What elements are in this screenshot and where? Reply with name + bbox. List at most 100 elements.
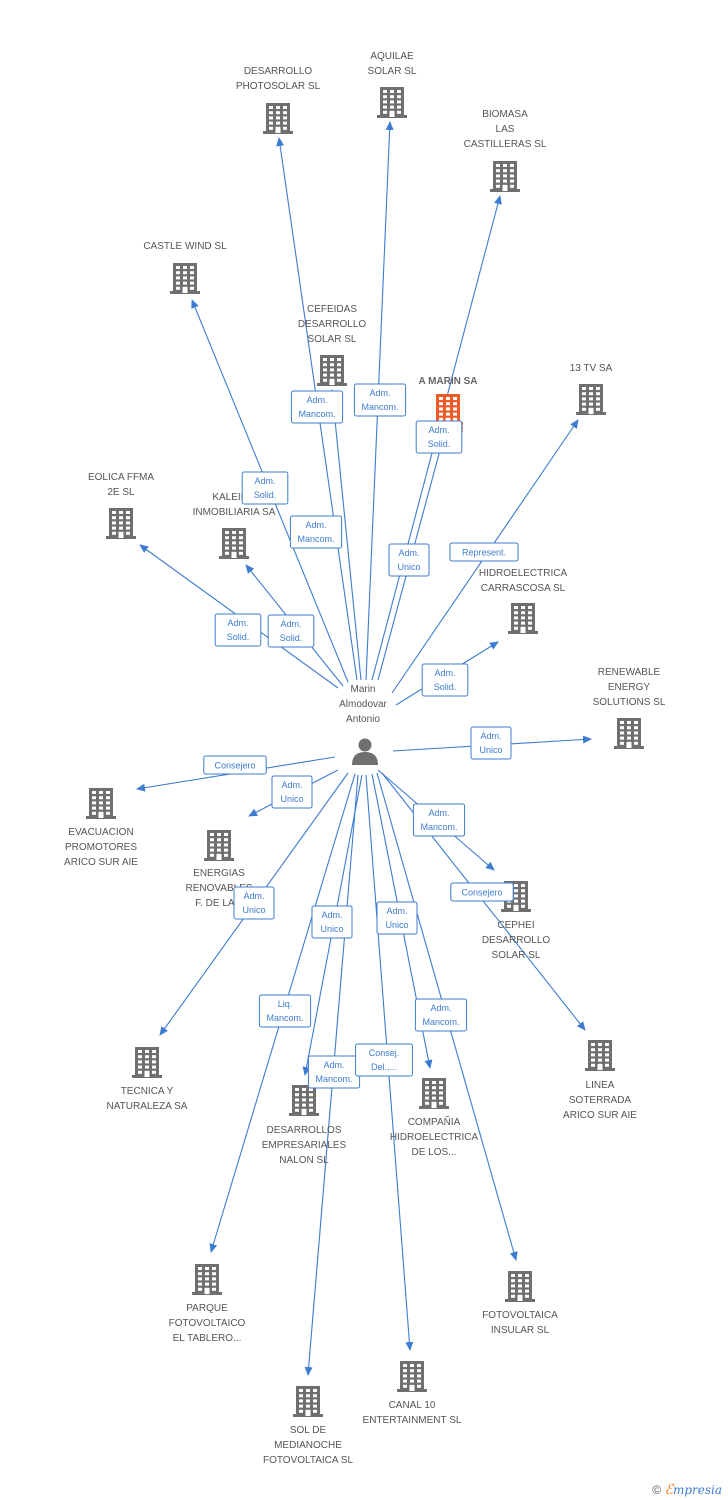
relation-badge-a-marin[interactable]: Adm.Solid. [415,420,463,454]
building-icon[interactable] [614,718,644,749]
building-icon[interactable] [576,384,606,415]
relation-badge-hidroelectrica-carrascosa[interactable]: Adm.Solid. [421,663,469,697]
relation-badge-desarrollo-photosolar[interactable]: Adm.Mancom. [289,515,343,549]
building-icon[interactable] [505,1271,535,1302]
relation-badge-desarrollos-empresariales-nalon[interactable]: Adm. Mancom. [307,1055,361,1089]
company-name-eolica-ffma-2e[interactable]: EOLICA FFMA 2E SL [88,472,154,498]
relation-text-line: Adm. [323,1060,344,1070]
relation-badge-biomasa-las-castilleras[interactable]: Adm.Unico [388,543,430,577]
relation-badge-sol-de-medianoche[interactable]: Adm.Unico [311,905,353,939]
relation-badge-parque-fotovoltaico[interactable]: Liq.Mancom. [258,994,312,1028]
relation-text: Adm.Mancom. [361,388,398,412]
person-name-line: Marin [350,684,375,695]
company-name-line: HIDROELECTRICA [479,568,568,579]
company-name-castle-wind[interactable]: CASTLE WIND SL [143,241,227,252]
relation-badge-tecnica-y-naturaleza[interactable]: Adm.Unico [233,886,275,920]
relation-text-line: Solid. [434,682,457,692]
company-name-line: NALON SL [279,1155,329,1166]
building-icon[interactable] [204,830,234,861]
relation-text: Adm.Mancom. [298,395,335,419]
relation-badge-fotovoltaica-insular[interactable]: Adm.Mancom. [414,998,468,1032]
relation-badge-renewable-energy-solutions[interactable]: Adm.Unico [470,726,512,760]
company-name-line: TECNICA Y [121,1086,174,1097]
building-icon[interactable] [293,1386,323,1417]
building-icon[interactable] [433,394,463,425]
edge-cefeidas-desarrollo-solar [328,389,362,681]
company-name-hidroelectrica-carrascosa[interactable]: HIDROELECTRICA CARRASCOSA SL [479,568,568,594]
company-name-line: EOLICA FFMA [88,472,154,483]
building-icon[interactable] [192,1264,222,1295]
building-icon[interactable] [106,508,136,539]
relation-badge-eolica-ffma-2e[interactable]: Adm.Solid. [214,613,262,647]
relation-badge-cephei-desarrollo-solar[interactable]: Adm.Mancom. [412,803,466,837]
building-icon[interactable] [132,1047,162,1078]
relation-badge-energias-renovables[interactable]: Adm.Unico [271,775,313,809]
building-icon[interactable] [317,355,347,386]
relation-text: Adm.Mancom. [420,808,457,832]
company-name-line: SOLUTIONS SL [593,697,666,708]
relation-badge-kaleido-inmobiliaria[interactable]: Adm.Solid. [267,614,315,648]
company-name-line: KALEIDO [212,492,256,503]
building-icon[interactable] [397,1361,427,1392]
company-name-line: 2E SL [107,487,135,498]
building-icon[interactable] [585,1040,615,1071]
company-name-line: RENEWABLE [598,667,661,678]
relation-badge-aquilae-solar[interactable]: Adm.Mancom. [353,383,407,417]
relation-badge-compania-hidroelectrica[interactable]: Adm.Unico [376,901,418,935]
relation-badge-evacuacion-promotores[interactable]: Consejero [203,755,267,775]
relation-badge-canal-10[interactable]: Consej.Del.,... [355,1043,413,1077]
building-icon[interactable] [377,87,407,118]
relation-text-line: Mancom. [422,1017,459,1027]
relation-badge-cefeidas-desarrollo-solar[interactable]: Adm.Mancom. [290,390,344,424]
building-icon[interactable] [419,1078,449,1109]
building-icon[interactable] [508,603,538,634]
relation-badge-linea-soterrada[interactable]: Consejero [450,882,514,902]
relation-badge-13-tv[interactable]: Represent. [449,542,519,562]
company-name-line: LAS [496,124,515,135]
relation-text: Represent. [462,548,506,558]
relation-text-line: Mancom. [315,1074,352,1084]
company-name-line: CARRASCOSA SL [481,583,566,594]
company-name-line: EVACUACION [68,827,133,838]
relation-text-line: Liq. [278,999,293,1009]
relation-text: Adm.Solid. [280,619,303,643]
relation-text: Adm.Mancom. [422,1003,459,1027]
relation-text: Consejero [214,761,255,771]
building-icon[interactable] [170,263,200,294]
relation-text: Adm. Mancom. [315,1060,352,1084]
company-name-13-tv[interactable]: 13 TV SA [570,363,613,374]
relation-text-line: Adm. [306,395,327,405]
building-icon[interactable] [289,1085,319,1116]
person-icon[interactable] [352,738,378,766]
building-icon[interactable] [86,788,116,819]
company-name-line: HIDROELECTRICA [390,1132,479,1143]
building-icon[interactable] [219,528,249,559]
company-name-a-marin[interactable]: A MARIN SA [418,376,477,387]
company-name-line: F. DE LA... [195,898,243,909]
building-icon[interactable] [263,103,293,134]
building-icon[interactable] [490,161,520,192]
brand-initial: ℰ [664,1482,673,1498]
relation-text: Adm.Solid. [428,425,451,449]
company-name-line: PHOTOSOLAR SL [236,81,321,92]
relation-text-line: Unico [320,924,343,934]
relation-badge-castle-wind[interactable]: Adm.Solid. [241,471,289,505]
